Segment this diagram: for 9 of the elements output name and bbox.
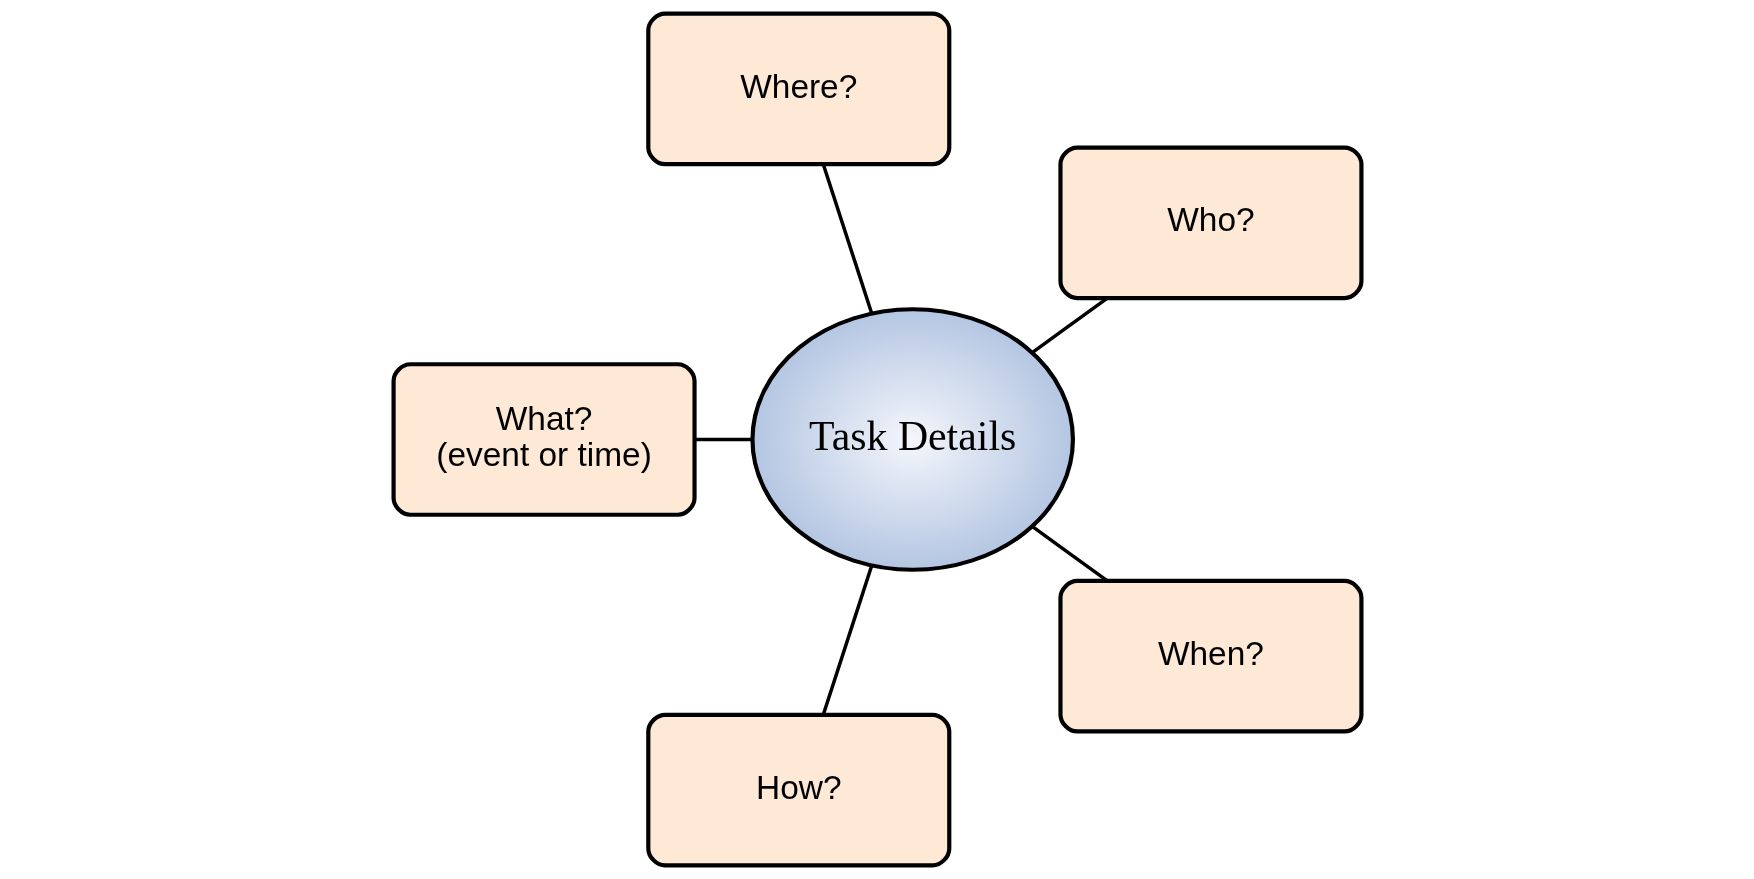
node-box: How? <box>645 712 951 868</box>
node-box: Where? <box>645 11 951 167</box>
node-box: Who? <box>1057 145 1363 301</box>
node-box: When? <box>1057 578 1363 734</box>
node-ellipse: Task Details <box>749 307 1075 572</box>
node-box: What? (event or time) <box>391 362 697 517</box>
connector <box>694 437 752 442</box>
connector <box>821 164 873 314</box>
connector <box>821 565 873 715</box>
